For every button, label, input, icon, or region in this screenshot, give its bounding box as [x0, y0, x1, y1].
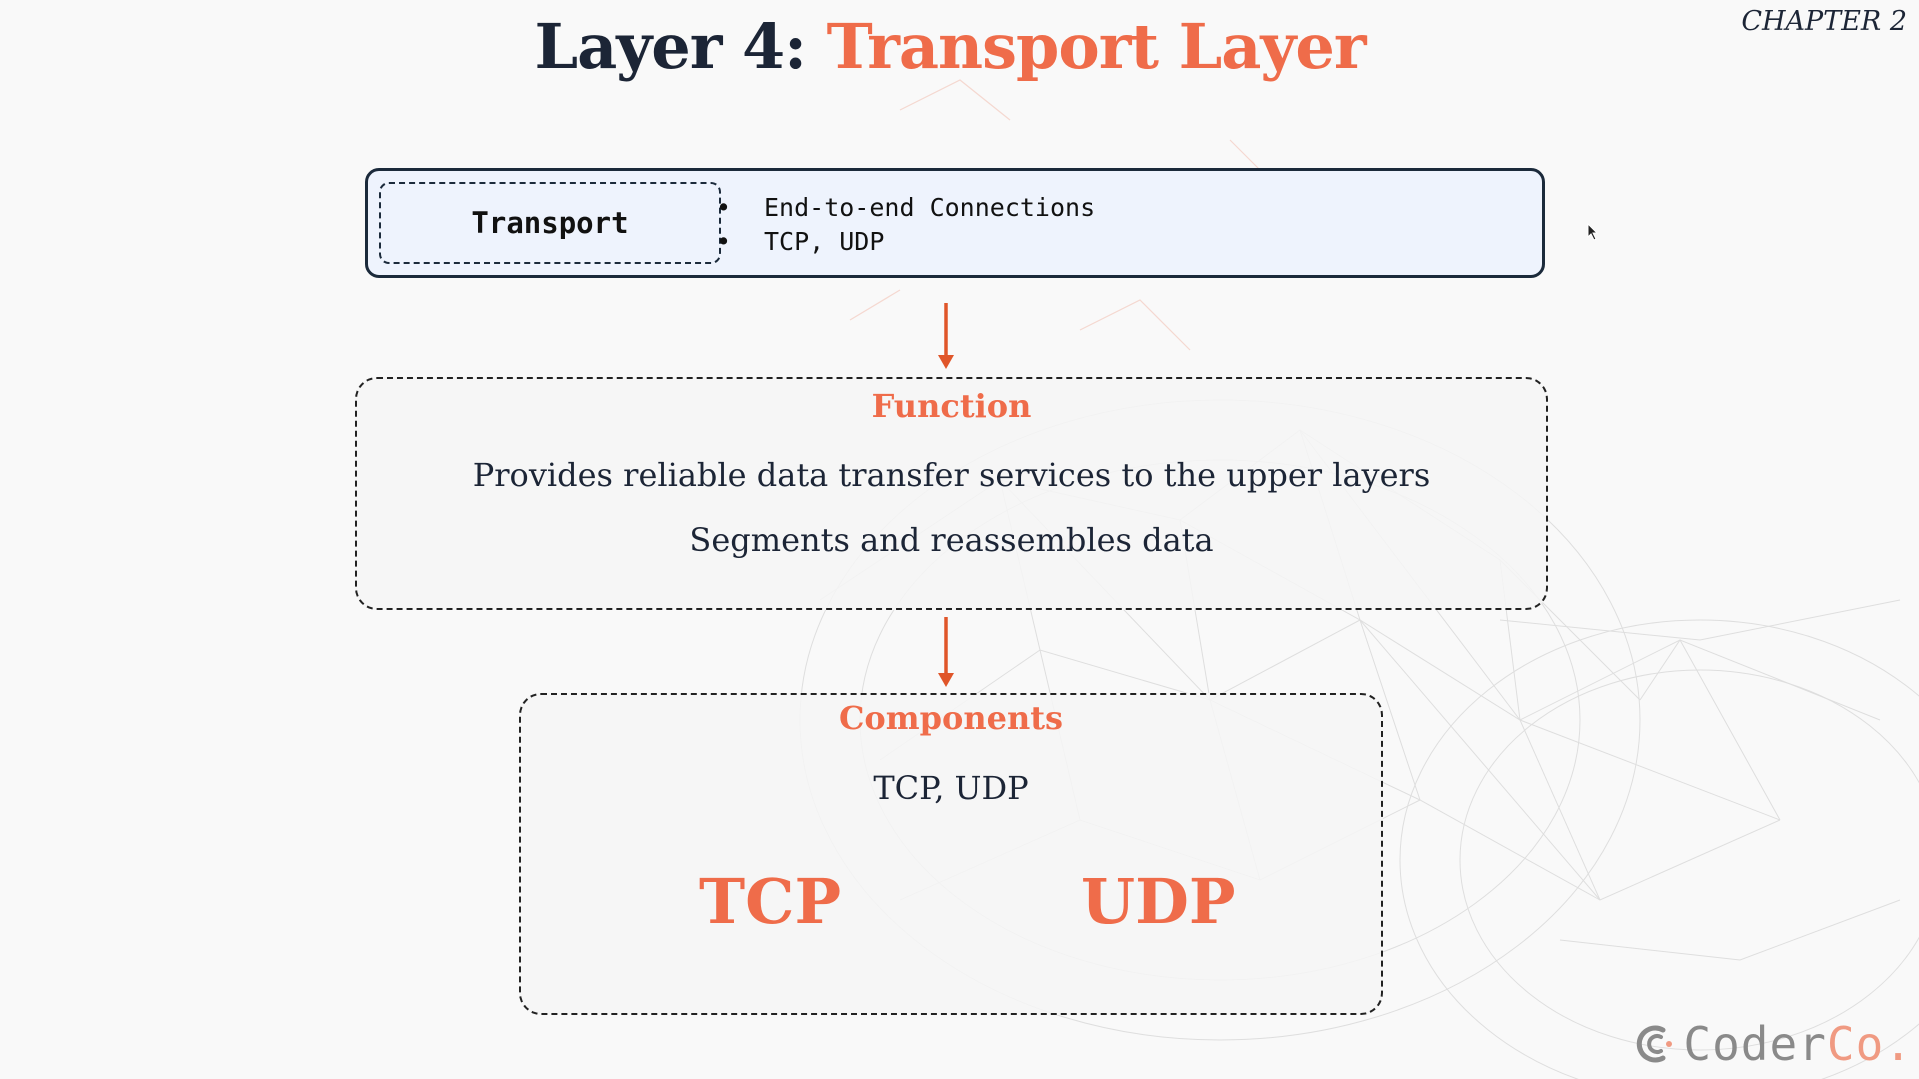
chapter-label: CHAPTER 2: [1741, 6, 1907, 37]
list-item: • TCP, UDP: [716, 225, 1095, 259]
arrow-down-icon: [938, 617, 954, 687]
layer-feature-text: TCP, UDP: [764, 227, 885, 256]
function-heading: Function: [871, 387, 1032, 425]
bullet-icon: •: [716, 227, 732, 256]
mouse-cursor-icon: [1587, 223, 1599, 241]
layer-name-label: Transport: [379, 182, 721, 264]
function-line: Provides reliable data transfer services…: [472, 456, 1431, 494]
function-card: Function Provides reliable data transfer…: [355, 377, 1548, 610]
components-summary: TCP, UDP: [873, 769, 1029, 807]
tcp-label: TCP: [699, 865, 842, 938]
udp-label: UDP: [1081, 865, 1236, 938]
layer-feature-list: • End-to-end Connections • TCP, UDP: [716, 191, 1096, 259]
components-card: Components TCP, UDP TCP UDP: [519, 693, 1383, 1015]
components-heading: Components: [838, 699, 1064, 737]
arrow-down-icon: [938, 303, 954, 369]
brand-name: Coder: [1683, 1017, 1827, 1071]
brand-name-accent: Co.: [1826, 1017, 1913, 1071]
function-line: Segments and reassembles data: [689, 521, 1214, 559]
coderco-logo-icon: [1637, 1025, 1673, 1063]
bullet-icon: •: [716, 193, 732, 222]
layer-summary-box: Transport • End-to-end Connections • TCP, …: [365, 168, 1545, 278]
title-prefix: Layer 4:: [534, 10, 827, 83]
layer-feature-text: End-to-end Connections: [764, 193, 1096, 222]
page-title: Layer 4: Transport Layer: [0, 10, 1900, 83]
title-accent: Transport Layer: [826, 10, 1367, 83]
list-item: • End-to-end Connections: [716, 191, 1096, 225]
